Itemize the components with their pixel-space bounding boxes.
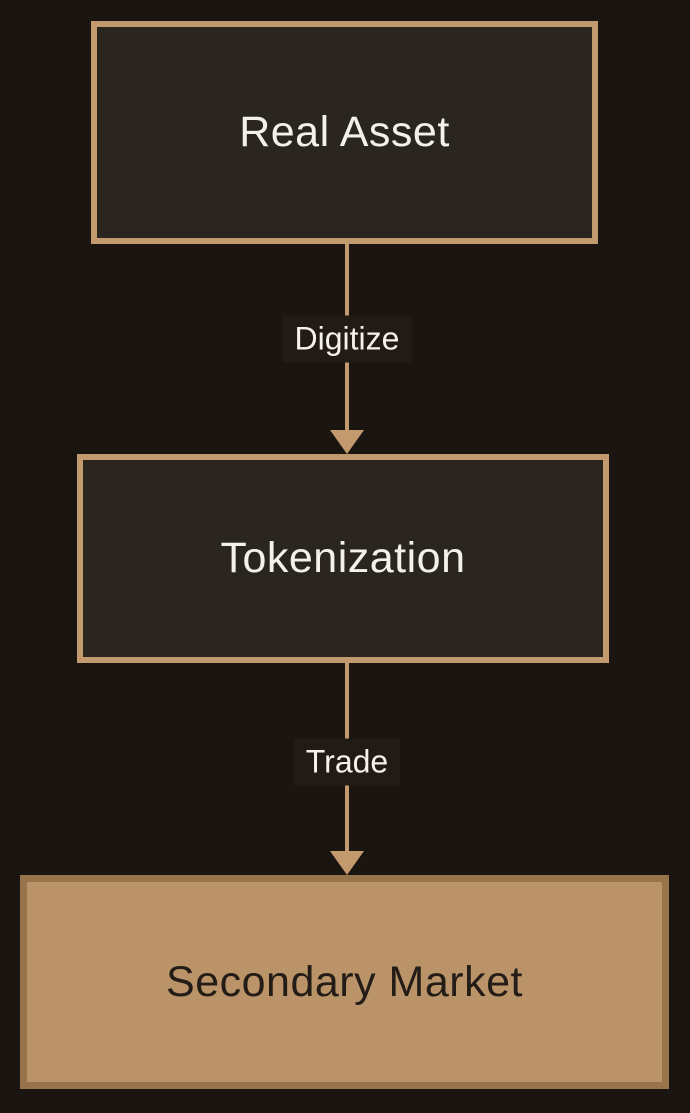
edge-digitize-arrowhead-icon: [330, 430, 364, 454]
node-tokenization: Tokenization: [77, 454, 609, 663]
node-real-asset: Real Asset: [91, 21, 598, 244]
node-secondary-market: Secondary Market: [20, 875, 669, 1089]
edge-digitize-label: Digitize: [282, 315, 412, 363]
edge-trade-arrowhead-icon: [330, 851, 364, 875]
edge-trade-label: Trade: [293, 738, 401, 786]
node-secondary-market-label: Secondary Market: [166, 957, 523, 1006]
node-tokenization-label: Tokenization: [220, 534, 466, 582]
node-real-asset-label: Real Asset: [239, 108, 450, 156]
